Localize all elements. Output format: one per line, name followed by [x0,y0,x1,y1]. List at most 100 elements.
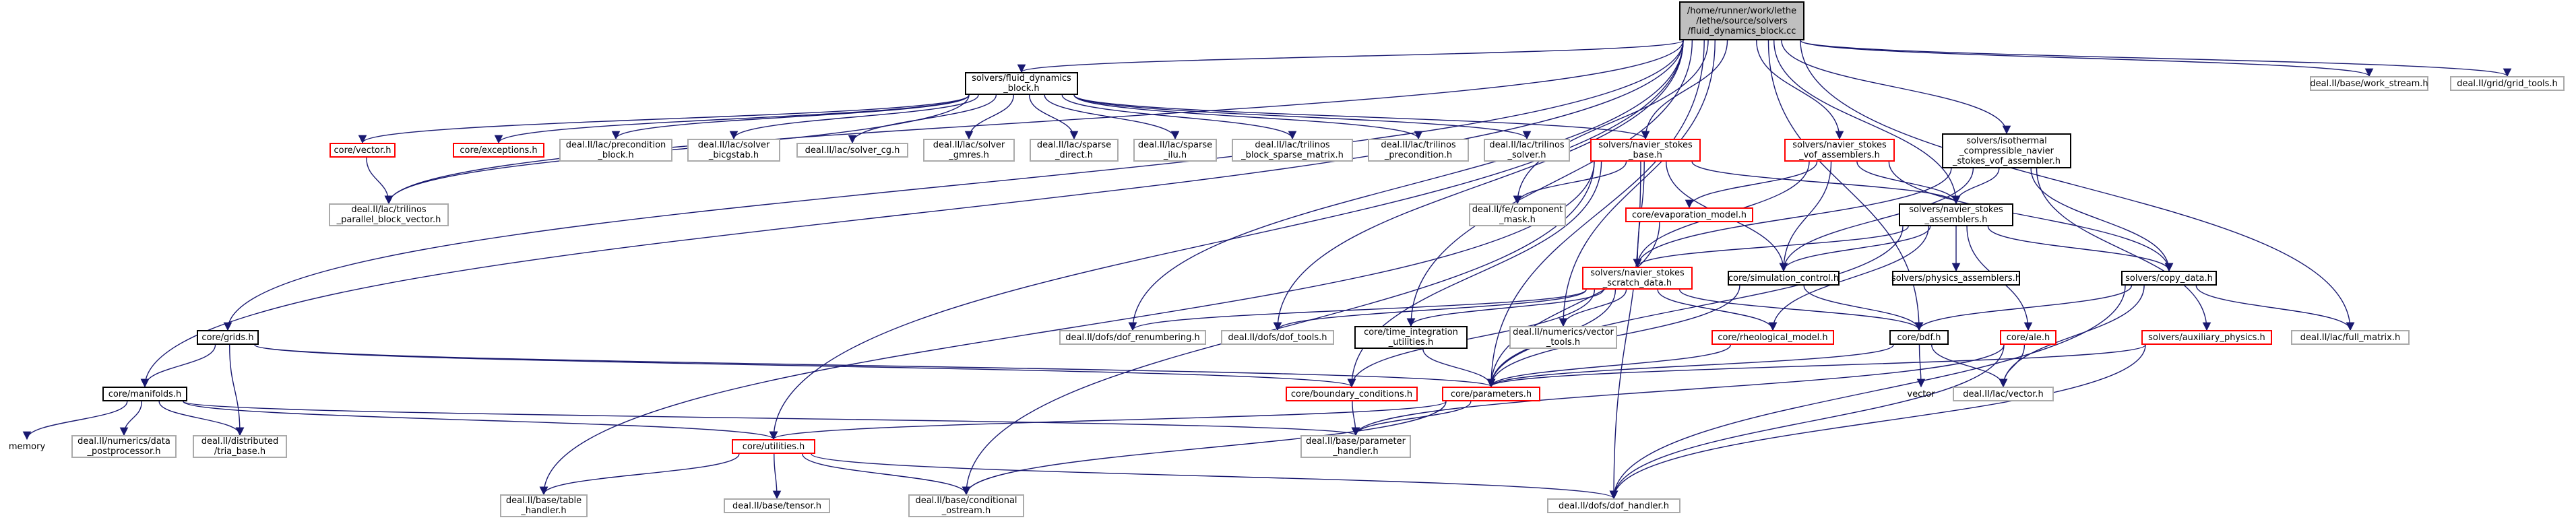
core-parameters-node[interactable]: core/parameters.h [1442,387,1540,401]
fluid-dynamics-block-node[interactable]: solvers/fluid_dynamics _block.h [965,72,1078,95]
edge-core_utilities-to-dof_handler [811,453,1618,500]
edge-root-to-core_parameters [1486,40,1705,388]
edge-core_manifolds-to-distributed_tria_base [158,401,245,436]
edge-fluid_block-to-lac_sparse_ilu [1044,94,1180,140]
evaporation-model-node[interactable]: core/evaporation_model.h [1625,207,1753,222]
core-manifolds-node[interactable]: core/manifolds.h [102,387,187,401]
edge-simulation_control-to-core_bdf [1803,285,1924,331]
edge-core_grids-to-core_manifolds [140,344,216,388]
edge-core_grids-to-distributed_tria_base [229,344,245,436]
lac-solver-gmres-node[interactable]: deal.II/lac/solver _gmres.h [923,139,1015,162]
distributed-tria-base-node[interactable]: deal.II/distributed /tria_base.h [193,435,287,458]
edge-core_bdf-to-core_parameters [1486,344,1894,388]
edge-root-to-core_utilities [769,40,1684,440]
parameter-handler-node[interactable]: deal.II/base/parameter _handler.h [1300,435,1411,458]
edge-fluid_block-to-core_exceptions [494,94,970,144]
boundary-conditions-node[interactable]: core/boundary_conditions.h [1286,387,1418,401]
edge-scratch_data-to-numerics_vector_tools [1559,289,1627,327]
grid-tools-node[interactable]: deal.II/grid/grid_tools.h [2450,76,2565,91]
edge-root-to-fe_component_mask [1513,40,1709,205]
base-tensor-node[interactable]: deal.II/base/tensor.h [724,498,830,513]
core-exceptions-node[interactable]: core/exceptions.h [453,143,544,158]
edge-isothermal-to-simulation_control [1779,168,1974,272]
edge-rheological_model-to-core_parameters [1486,344,1731,388]
edge-boundary_conditions-to-parameter_handler [1351,401,1360,436]
edge-fluid_block-to-navier_stokes_base [1073,94,1650,140]
edge-copy_data-to-lac_full_matrix [2195,285,2355,331]
core-grids-node[interactable]: core/grids.h [197,330,259,345]
lac-precondition-block-node[interactable]: deal.II/lac/precondition _block.h [559,139,672,162]
navier-stokes-base-node[interactable]: solvers/navier_stokes _base.h [1590,139,1701,162]
edge-fluid_block-to-lac_trilinos_precondition [1073,94,1423,140]
table-handler-node[interactable]: deal.II/base/table _handler.h [500,494,588,517]
edge-core_utilities-to-conditional_ostream [802,453,971,496]
edge-isothermal-to-copy_data [2030,168,2174,272]
edge-root-to-isothermal [1781,40,2011,135]
numerics-data-postprocessor-node[interactable]: deal.II/numerics/data _postprocessor.h [71,435,177,458]
copy-data-node[interactable]: solvers/copy_data.h [2121,271,2217,286]
dof-handler-node[interactable]: deal.II/dofs/dof_handler.h [1547,498,1680,513]
dof-renumbering-node[interactable]: deal.II/dofs/dof_renumbering.h [1059,330,1206,345]
auxiliary-physics-node[interactable]: solvers/auxiliary_physics.h [2141,330,2272,345]
edge-core_manifolds-to-core_utilities [183,401,778,440]
lac-full-matrix-node[interactable]: deal.II/lac/full_matrix.h [2291,330,2410,345]
physics-assemblers-node[interactable]: solvers/physics_assemblers.h [1891,271,2021,286]
edge-vof_assemblers-to-evaporation_model [1685,161,1818,209]
dof-tools-node[interactable]: deal.II/dofs/dof_tools.h [1221,330,1334,345]
edge-core_manifolds-to-parameter_handler [183,401,1360,436]
edge-ns_assemblers-to-copy_data [1987,226,2174,272]
edge-auxiliary_physics-to-dof_handler [1609,344,2146,500]
edge-core_manifolds-to-numerics_data_postprocessor [119,401,143,436]
edge-root-to-navier_stokes_base [1641,40,1728,140]
edge-fluid_block-to-lac_trilinos_solver [1073,94,1532,140]
edge-core_grids-to-boundary_conditions [254,344,1356,388]
edge-root-to-ns_assemblers [1773,40,1961,205]
edge-fluid_block-to-lac_trilinos_block_sparse [1061,94,1297,140]
rheological-model-node[interactable]: core/rheological_model.h [1711,330,1834,345]
core-utilities-node[interactable]: core/utilities.h [732,439,815,454]
simulation-control-node[interactable]: core/simulation_control.h [1728,271,1840,286]
edge-core_grids-to-core_parameters [254,344,1495,388]
edge-fluid_block-to-lac_solver_bicgstab [729,94,979,140]
std-vector-node[interactable]: vector [1907,389,1935,399]
lac-sparse-direct-node[interactable]: deal.II/lac/sparse _direct.h [1030,139,1119,162]
edge-fluid_block-to-trilinos_parallel_block_vector [384,94,970,205]
work-stream-node[interactable]: deal.II/base/work_stream.h [2310,76,2428,91]
lac-vector-node[interactable]: deal.II/lac/vector.h [1953,387,2054,401]
numerics-vector-tools-node[interactable]: deal.II/numerics/vector _tools.h [1509,326,1617,349]
edge-navier_stokes_base-to-fe_component_mask [1513,161,1627,205]
core-bdf-node[interactable]: core/bdf.h [1889,330,1949,345]
edge-core_parameters-to-core_utilities [769,401,1447,440]
std-memory-node[interactable]: memory [8,441,46,452]
edge-isothermal-to-ns_assemblers [1951,168,2000,205]
lac-solver-cg-node[interactable]: deal.II/lac/solver_cg.h [796,143,908,158]
edge-isothermal-to-auxiliary_physics [2036,168,2211,331]
edge-root-to-dof_tools [1273,40,1684,331]
edge-copy_data-to-core_bdf [1914,285,2133,331]
edge-core_ale-to-dof_handler [1609,344,2005,500]
edge-core_parameters-to-parameter_handler [1351,401,1472,436]
navier-stokes-assemblers-node[interactable]: solvers/navier_stokes _assemblers.h [1899,203,2013,226]
lac-trilinos-precondition-node[interactable]: deal.II/lac/trilinos _precondition.h [1368,139,1469,162]
conditional-ostream-node[interactable]: deal.II/base/conditional _ostream.h [908,494,1024,517]
isothermal-compressible-vof-assembler-node[interactable]: solvers/isothermal _compressible_navier … [1942,133,2071,168]
edge-root-to-work_stream [1800,40,2373,77]
lac-trilinos-solver-node[interactable]: deal.II/lac/trilinos _solver.h [1484,139,1570,162]
fe-component-mask-node[interactable]: deal.II/fe/component _mask.h [1469,203,1566,226]
navier-stokes-vof-assemblers-node[interactable]: solvers/navier_stokes _vof_assemblers.h [1784,139,1895,162]
edge-scratch_data-to-dof_tools [1273,289,1587,331]
lac-trilinos-block-sparse-matrix-node[interactable]: deal.II/lac/trilinos _block_sparse_matri… [1232,139,1353,162]
edge-root-to-numerics_vector_tools [1559,40,1716,327]
time-integration-utilities-node[interactable]: core/time_integration _utilities.h [1354,326,1468,349]
edge-vof_assemblers-to-simulation_control [1779,161,1832,272]
core-vector-node[interactable]: core/vector.h [329,143,396,158]
edge-fluid_block-to-core_vector [358,94,970,144]
lac-sparse-ilu-node[interactable]: deal.II/lac/sparse _ilu.h [1133,139,1217,162]
navier-stokes-scratch-data-node[interactable]: solvers/navier_stokes _scratch_data.h [1582,267,1693,290]
edge-core_ale-to-lac_vector [1999,344,2025,388]
lac-solver-bicgstab-node[interactable]: deal.II/lac/solver _bicgstab.h [687,139,780,162]
root-file-node: /home/runner/work/lethe /lethe/source/so… [1679,1,1804,40]
trilinos-parallel-block-vector-node[interactable]: deal.II/lac/trilinos _parallel_block_vec… [329,203,449,226]
edge-core_utilities-to-base_tensor [772,453,782,500]
core-ale-node[interactable]: core/ale.h [2000,330,2056,345]
